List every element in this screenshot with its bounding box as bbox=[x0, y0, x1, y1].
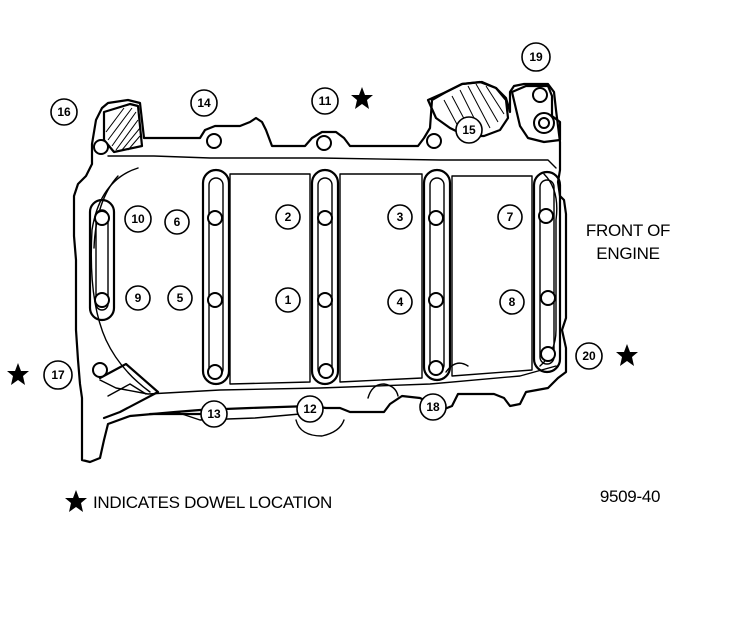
dowel-markers bbox=[7, 87, 638, 385]
svg-text:14: 14 bbox=[197, 96, 211, 110]
callout-2: 2 bbox=[275, 204, 301, 230]
svg-text:7: 7 bbox=[507, 210, 514, 224]
bolt-hole bbox=[94, 292, 110, 308]
callout-16: 16 bbox=[50, 98, 78, 126]
svg-text:19: 19 bbox=[529, 50, 543, 64]
star-icon bbox=[7, 363, 29, 385]
svg-text:16: 16 bbox=[57, 105, 71, 119]
svg-text:15: 15 bbox=[462, 123, 476, 137]
callout-3: 3 bbox=[387, 204, 413, 230]
callout-12: 12 bbox=[296, 395, 324, 423]
svg-text:20: 20 bbox=[582, 349, 596, 363]
svg-text:10: 10 bbox=[131, 212, 145, 226]
star-icon bbox=[65, 490, 87, 512]
callout-1: 1 bbox=[275, 287, 301, 313]
bolt-hole bbox=[206, 133, 222, 149]
bolt-hole bbox=[538, 208, 554, 224]
legend-text: INDICATES DOWEL LOCATION bbox=[93, 493, 332, 512]
svg-text:5: 5 bbox=[177, 291, 184, 305]
bolt-hole bbox=[318, 363, 334, 379]
star-icon bbox=[351, 87, 373, 109]
star-icon bbox=[616, 344, 638, 366]
bolt-hole bbox=[93, 139, 109, 155]
bolt-hole bbox=[540, 346, 556, 362]
bolt-hole bbox=[207, 292, 223, 308]
bolt-hole bbox=[428, 360, 444, 376]
bearing-webs bbox=[88, 168, 562, 386]
legend: INDICATES DOWEL LOCATION bbox=[65, 490, 332, 512]
bolt-hole bbox=[317, 292, 333, 308]
bolt-hole bbox=[532, 87, 548, 103]
svg-text:12: 12 bbox=[303, 402, 317, 416]
svg-text:2: 2 bbox=[285, 210, 292, 224]
callout-20: 20 bbox=[575, 342, 603, 370]
figure-number: 9509-40 bbox=[600, 487, 660, 506]
callout-4: 4 bbox=[387, 289, 413, 315]
callout-19: 19 bbox=[521, 42, 551, 72]
callout-15: 15 bbox=[455, 116, 483, 144]
callout-7: 7 bbox=[497, 204, 523, 230]
bolt-hole bbox=[94, 210, 110, 226]
bolt-hole bbox=[207, 210, 223, 226]
callout-9: 9 bbox=[125, 285, 151, 311]
callout-13: 13 bbox=[200, 400, 228, 428]
callout-5: 5 bbox=[167, 285, 193, 311]
svg-text:6: 6 bbox=[174, 215, 181, 229]
bolt-hole bbox=[207, 364, 223, 380]
callout-14: 14 bbox=[190, 89, 218, 117]
svg-text:4: 4 bbox=[397, 295, 404, 309]
svg-text:13: 13 bbox=[207, 407, 221, 421]
bolt-hole bbox=[316, 135, 332, 151]
bolt-hole bbox=[428, 292, 444, 308]
svg-text:1: 1 bbox=[285, 293, 292, 307]
bolt-hole bbox=[317, 210, 333, 226]
svg-text:3: 3 bbox=[397, 210, 404, 224]
front-of-engine-label-line1: FRONT OF bbox=[586, 221, 670, 240]
left-pad-hatching bbox=[105, 107, 141, 151]
callout-11: 11 bbox=[311, 87, 339, 115]
bolt-hole bbox=[540, 290, 556, 306]
callouts: 1 2 3 4 5 6 7 8 9 10 11 12 13 14 15 16 1… bbox=[43, 42, 603, 428]
bolt-hole bbox=[426, 133, 442, 149]
front-of-engine-label-line2: ENGINE bbox=[596, 244, 659, 263]
bolt-hole bbox=[92, 362, 108, 378]
svg-text:17: 17 bbox=[51, 368, 65, 382]
callout-18: 18 bbox=[419, 393, 447, 421]
svg-text:18: 18 bbox=[426, 400, 440, 414]
svg-text:11: 11 bbox=[319, 94, 332, 108]
svg-text:8: 8 bbox=[509, 295, 516, 309]
callout-6: 6 bbox=[164, 209, 190, 235]
callout-10: 10 bbox=[124, 205, 152, 233]
callout-17: 17 bbox=[43, 360, 73, 390]
bolt-hole bbox=[538, 117, 550, 129]
svg-text:9: 9 bbox=[135, 291, 142, 305]
callout-8: 8 bbox=[499, 289, 525, 315]
bolt-hole bbox=[428, 210, 444, 226]
bolt-holes bbox=[92, 87, 556, 380]
